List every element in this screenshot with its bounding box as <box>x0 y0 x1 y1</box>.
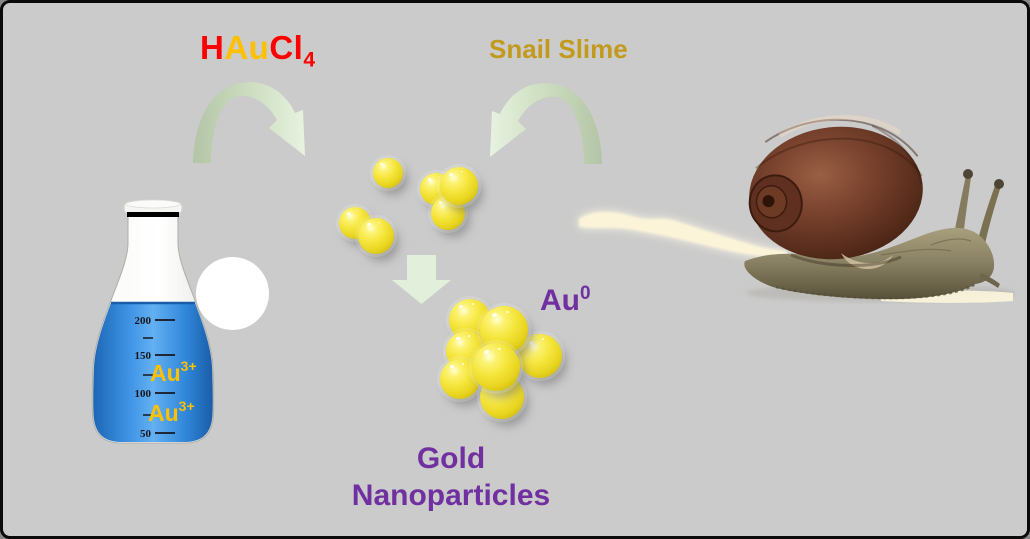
reagent-h: H <box>200 29 225 66</box>
slime-curved-arrow <box>490 83 602 164</box>
product-line1: Gold <box>416 442 486 475</box>
slime-trail <box>579 212 787 258</box>
graduation-200: 200 <box>135 315 152 327</box>
gold-seed-particle <box>373 158 403 188</box>
gold-seed-particle <box>358 218 394 254</box>
snail-slime-label: Snail Slime <box>489 34 628 64</box>
graduation-150: 150 <box>135 350 152 362</box>
foot-ruffle <box>775 282 976 300</box>
gold-ion-label: Au3+ <box>150 358 197 386</box>
reagent-curved-arrow <box>193 82 305 163</box>
white-bubble <box>196 257 269 330</box>
snail-lower-tentacle <box>979 273 1000 288</box>
graduation-100: 100 <box>135 388 152 400</box>
nanoparticle-sphere <box>472 343 520 391</box>
reagent-formula-label: HAuCl4 <box>200 29 316 73</box>
product-caption: Gold Nanoparticles <box>326 440 576 514</box>
product-line2: Nanoparticles <box>351 479 551 512</box>
reagent-cl: Cl <box>269 29 304 66</box>
shell-lip <box>841 253 893 270</box>
shell-spiral <box>748 174 803 233</box>
reaction-down-arrow <box>392 255 451 304</box>
gold-ion-label: Au3+ <box>148 398 195 426</box>
erlenmeyer-flask: 200 150 100 50 Au3+ Au3+ <box>91 199 215 444</box>
snail-shell <box>748 114 923 260</box>
reduced-gold-label: Au0 <box>540 283 591 317</box>
snail-eye-knob <box>963 169 973 179</box>
reagent-au: Au <box>224 29 270 66</box>
gold-seed-particle <box>440 167 478 205</box>
nanoparticle-sphere <box>518 334 562 378</box>
flask-rim <box>123 199 183 217</box>
reagent-subscript: 4 <box>303 48 316 72</box>
snail-eye-knob <box>994 179 1004 189</box>
flask-graduations: 200 150 100 50 <box>135 315 175 440</box>
flask-liquid <box>93 303 213 442</box>
snail-illustration <box>744 114 1016 303</box>
graduation-50: 50 <box>140 428 152 440</box>
